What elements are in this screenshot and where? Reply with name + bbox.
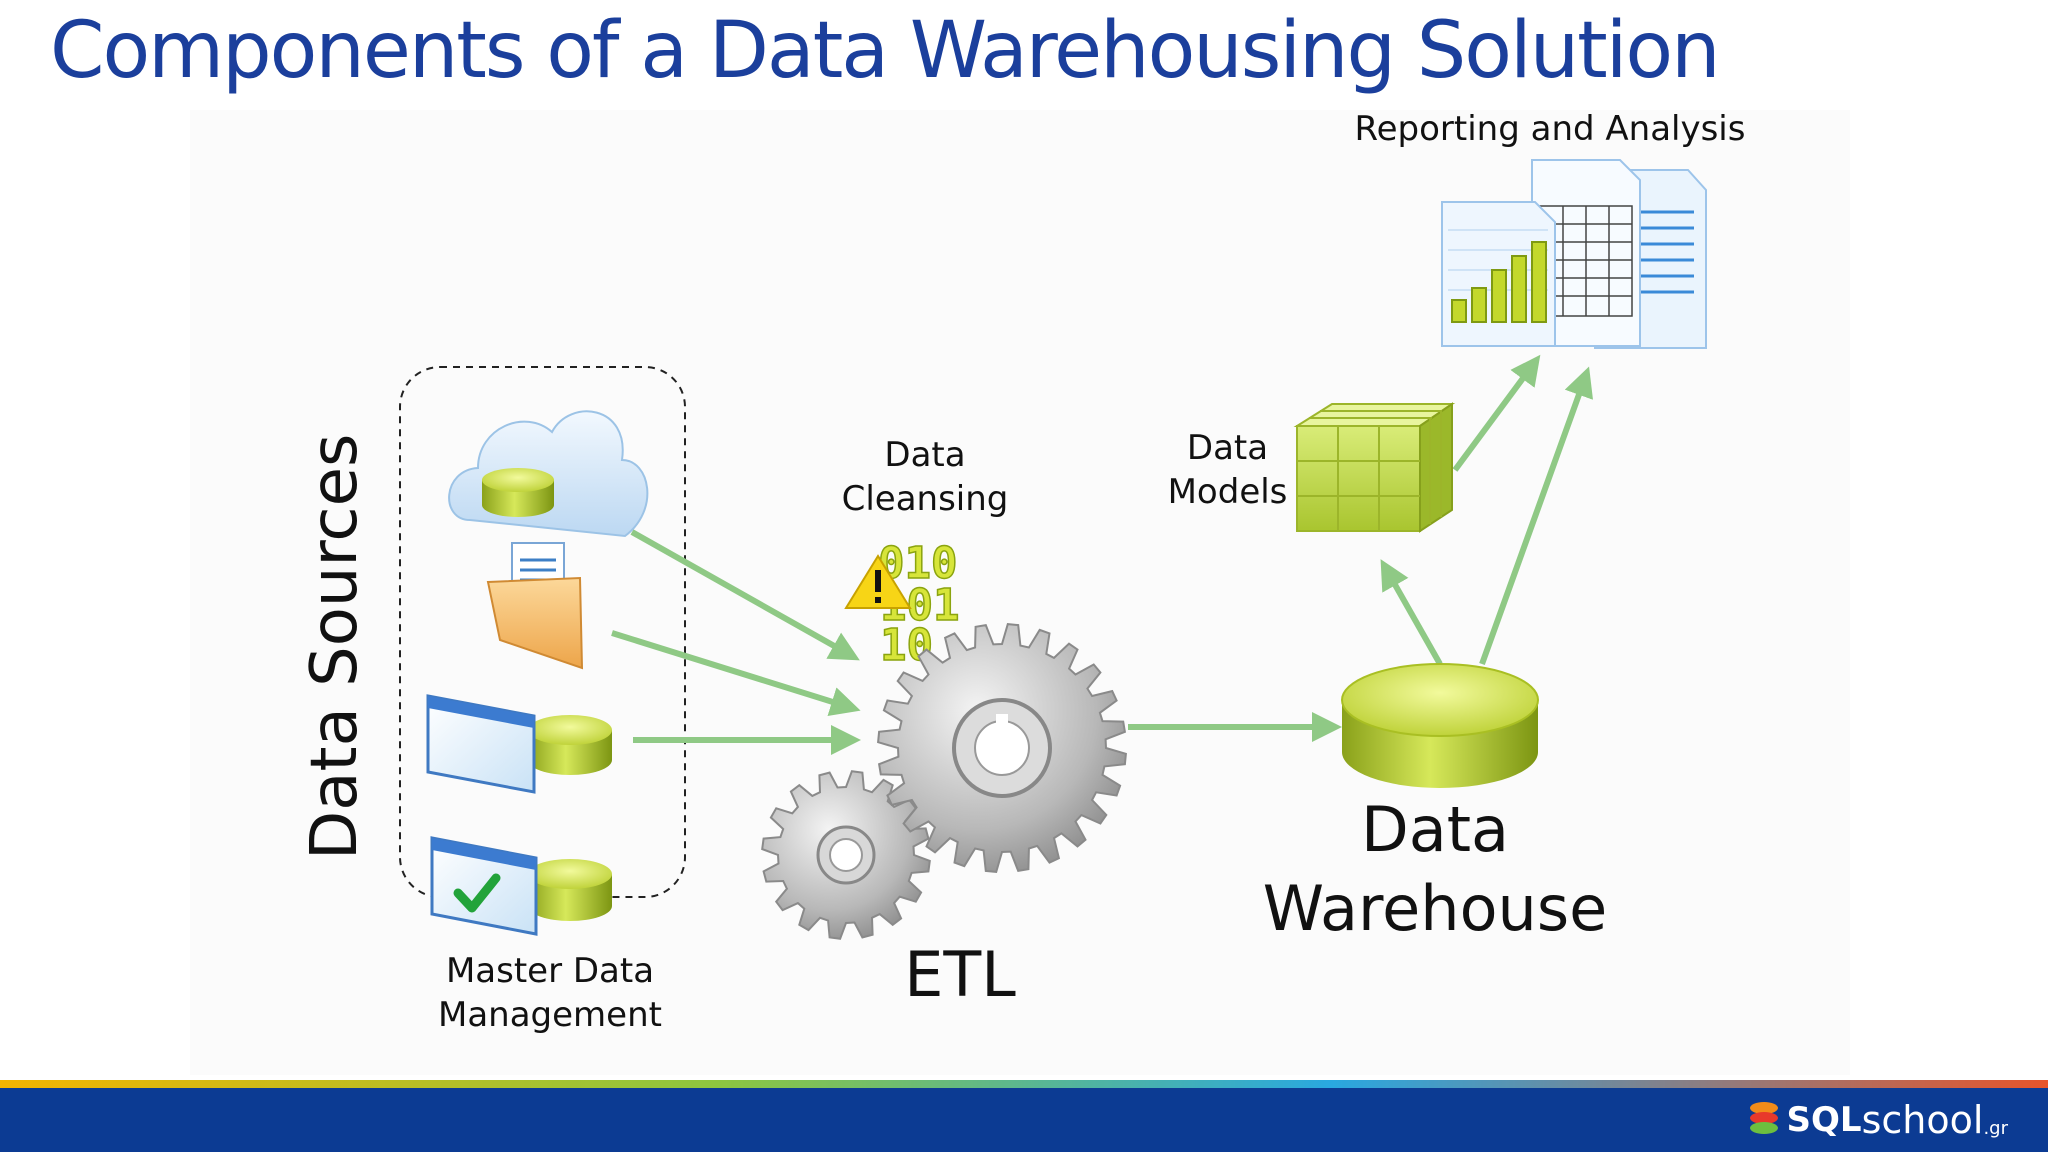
master-data-label: Master Data Management xyxy=(430,950,670,1037)
flow-arrows xyxy=(611,354,1594,755)
logo-stack-icon xyxy=(1749,1102,1778,1134)
page-title: Components of a Data Warehousing Solutio… xyxy=(50,6,1721,96)
etl-label: ETL xyxy=(904,938,1016,1011)
warning-icon xyxy=(844,554,912,609)
brand-school-text: school xyxy=(1861,1098,1984,1142)
reporting-analysis-label: Reporting and Analysis xyxy=(1354,109,1746,149)
data-models-line1: Data xyxy=(1186,428,1269,468)
data-cleansing-label: Data Cleansing xyxy=(830,434,1020,521)
cloud-database-icon xyxy=(448,410,649,538)
cube-icon xyxy=(1293,402,1456,533)
arrow-warehouse-to-models xyxy=(1380,559,1443,666)
data-sources-label: Data Sources xyxy=(298,433,372,860)
folder-document-icon xyxy=(486,542,584,670)
gear-icon xyxy=(877,623,1127,873)
binary-data-glyphs: 010 101 10 xyxy=(877,537,960,672)
arrow-warehouse-to-reports xyxy=(1479,366,1594,666)
brand-sql-text: SQL xyxy=(1786,1100,1862,1140)
arrow-files-to-etl xyxy=(611,630,861,717)
data-warehouse-label: Data Warehouse xyxy=(1240,790,1630,949)
report-documents-icon xyxy=(1441,159,1707,349)
small-gear-icon xyxy=(761,770,931,940)
footer-accent-stripe xyxy=(0,1080,2048,1088)
binary-bottom-text: 10 xyxy=(880,620,933,671)
data-cleansing-line1: Data xyxy=(884,435,966,475)
data-warehouse-line1: Data xyxy=(1360,793,1510,866)
database-icon xyxy=(1341,663,1539,788)
footer-bar xyxy=(0,1088,2048,1152)
arrow-cloud-to-etl xyxy=(630,529,860,661)
check-window-database-icon xyxy=(430,836,612,936)
brand-suffix-text: .gr xyxy=(1983,1117,2008,1139)
master-data-line2: Management xyxy=(438,994,662,1035)
arrow-models-to-reports xyxy=(1452,354,1541,472)
data-models-line2: Models xyxy=(1167,471,1288,512)
data-models-label: Data Models xyxy=(1150,427,1305,514)
data-warehouse-line2: Warehouse xyxy=(1262,872,1608,946)
master-data-line1: Master Data xyxy=(445,951,655,991)
window-database-icon xyxy=(426,694,612,794)
data-cleansing-line2: Cleansing xyxy=(841,478,1009,519)
